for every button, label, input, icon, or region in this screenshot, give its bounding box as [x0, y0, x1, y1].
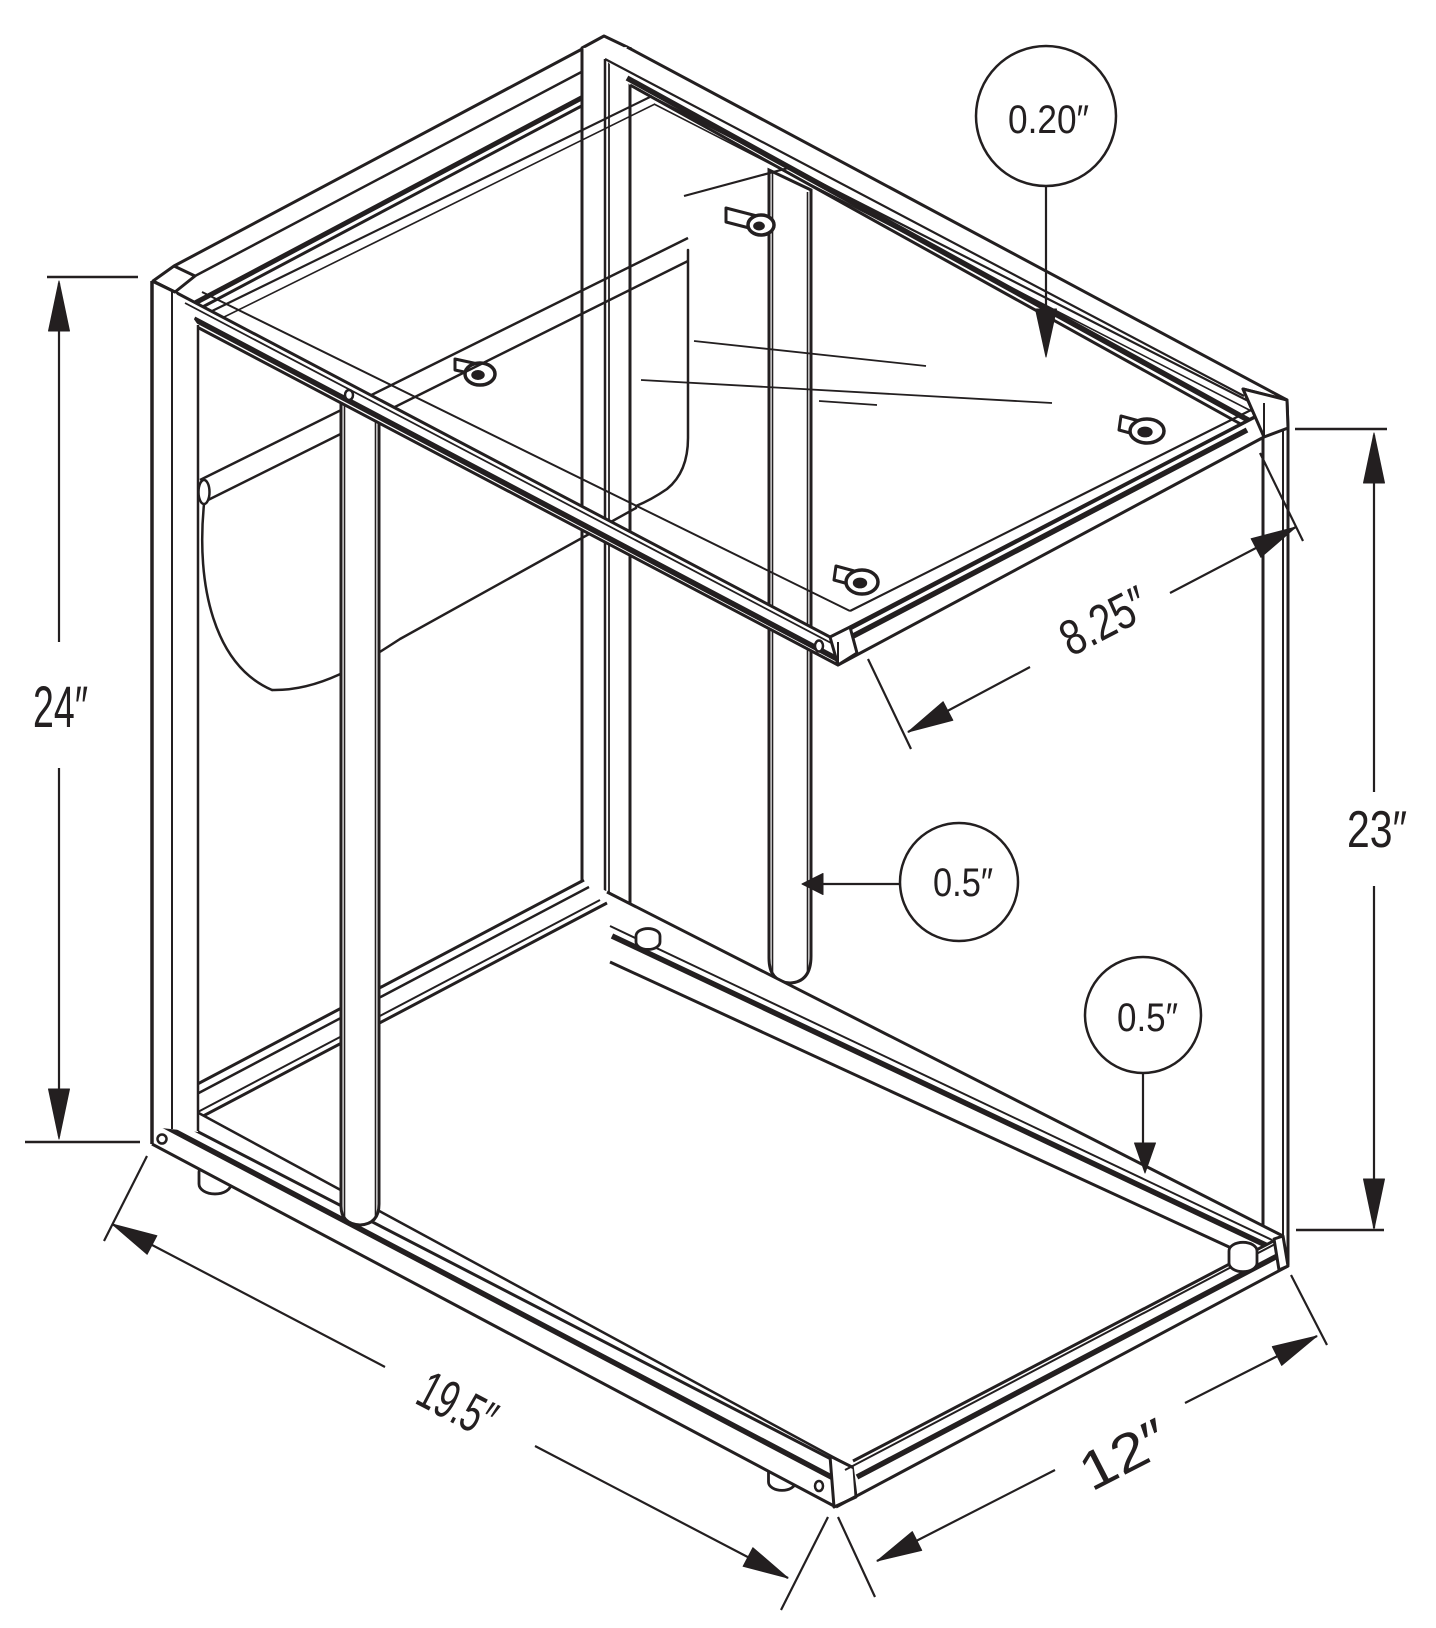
svg-text:23″: 23″ — [1347, 801, 1407, 859]
svg-text:0.20″: 0.20″ — [1008, 98, 1089, 142]
svg-text:0.5″: 0.5″ — [1117, 996, 1178, 1040]
svg-text:24″: 24″ — [33, 675, 88, 740]
svg-text:0.5″: 0.5″ — [933, 861, 993, 905]
